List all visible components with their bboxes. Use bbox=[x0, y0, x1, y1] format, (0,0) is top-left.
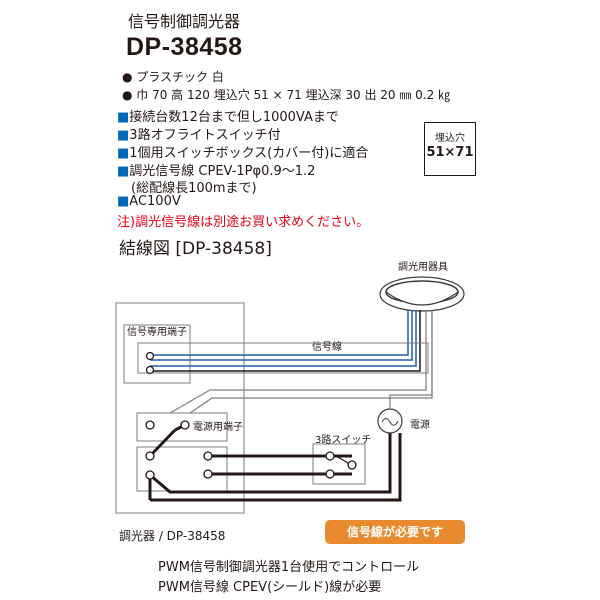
terminals bbox=[145, 351, 357, 480]
power-terminal-label: 電源用端子 bbox=[193, 422, 243, 433]
model-number: DP-38458 bbox=[126, 33, 243, 61]
footer-line-2: PWM信号線 CPEV(シールド)線が必要 bbox=[158, 580, 382, 595]
fixture-body bbox=[379, 276, 465, 312]
power-source-circle bbox=[377, 408, 403, 434]
fixture-label: 調光用器具 bbox=[398, 262, 448, 273]
embed-hole-box: 埋込穴 51×71 bbox=[424, 122, 476, 176]
three-way-switch-box bbox=[312, 443, 366, 485]
feature-item: ■接続台数12台まで但し1000VAまで bbox=[117, 110, 339, 125]
switch-label: 3路スイッチ bbox=[315, 435, 372, 446]
signal-terminal-box bbox=[123, 324, 191, 384]
signal-terminal-label: 信号専用端子 bbox=[127, 327, 187, 338]
feature-item: ■AC100V bbox=[117, 194, 181, 209]
spec-material: ● プラスチック 白 bbox=[122, 70, 224, 84]
signal-line-label: 信号線 bbox=[312, 342, 342, 353]
ac-wave bbox=[381, 418, 399, 426]
wiring-diagram-title: 結線図 [DP-38458] bbox=[119, 239, 272, 259]
power-label: 電源 bbox=[410, 420, 430, 431]
fixture-lens bbox=[385, 291, 459, 306]
spec-dimensions: ● 巾 70 高 120 埋込穴 51 × 71 埋込深 30 出 20 ㎜ 0… bbox=[122, 88, 451, 102]
fixture-power-wires bbox=[169, 310, 433, 414]
dimmer-caption: 調光器 / DP-38458 bbox=[119, 529, 226, 543]
power-terminal-box bbox=[136, 412, 228, 442]
feature-item: ■調光信号線 CPEV-1Pφ0.9〜1.2 bbox=[117, 164, 316, 179]
signal-wires bbox=[150, 310, 417, 367]
power-return-wire bbox=[149, 433, 392, 494]
feature-item: ■3路オフライトスイッチ付 bbox=[117, 128, 281, 143]
feature-item: ■1個用スイッチボックス(カバー付)に適合 bbox=[117, 146, 369, 161]
embed-hole-label: 埋込穴 bbox=[435, 133, 465, 144]
power-to-fixture-wire bbox=[389, 310, 433, 409]
feature-item-cont: (総配線長100mまで) bbox=[131, 181, 257, 196]
signal-cable-outline bbox=[137, 342, 429, 374]
signal-required-badge: 信号線が必要です bbox=[325, 520, 465, 544]
switch-lever bbox=[335, 455, 349, 464]
purchase-note: 注)調光信号線は別途お買い求めください。 bbox=[117, 215, 370, 230]
signal-wire-dark bbox=[150, 310, 421, 372]
dimmer-box bbox=[115, 302, 245, 514]
product-title: 信号制御調光器 bbox=[128, 12, 241, 31]
embed-hole-size: 51×71 bbox=[426, 145, 474, 160]
footer-line-1: PWM信号制御調光器1台使用でコントロール bbox=[158, 560, 420, 575]
